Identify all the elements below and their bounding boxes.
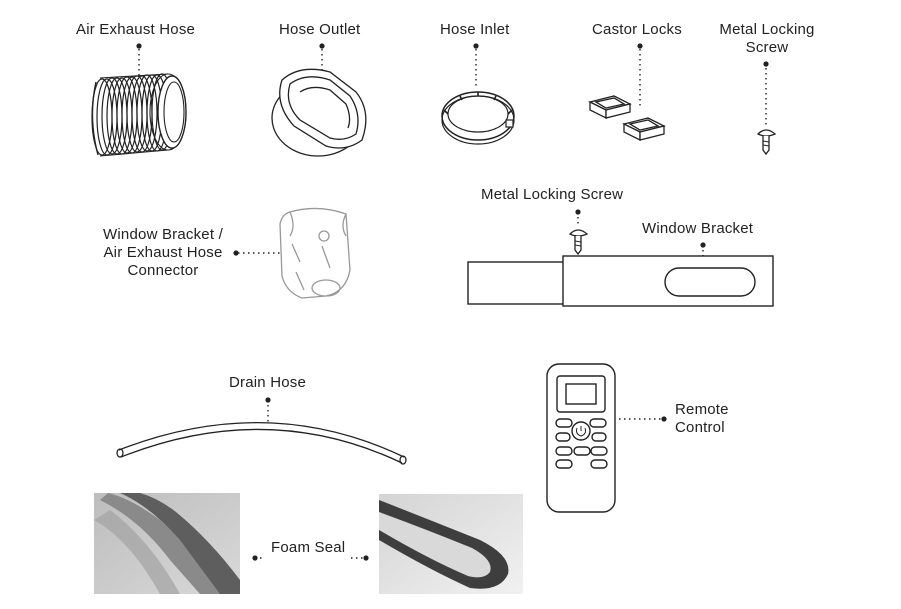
hose-outlet-illustration (271, 68, 367, 157)
label-window-bracket-connector: Window Bracket / Air Exhaust Hose Connec… (88, 226, 238, 280)
hose-inlet-illustration (441, 91, 515, 145)
label-line: Screw (745, 39, 789, 56)
air-exhaust-hose-illustration (91, 73, 187, 157)
window-bracket-connector-illustration (279, 207, 351, 299)
label-window-bracket: Window Bracket (642, 220, 754, 237)
label-air-exhaust-hose: Air Exhaust Hose (76, 21, 196, 38)
drain-hose-illustration (116, 422, 407, 465)
label-castor-locks: Castor Locks (592, 21, 682, 38)
label-line: Metal Locking (719, 21, 815, 38)
label-hose-inlet: Hose Inlet (440, 21, 510, 38)
label-hose-outlet: Hose Outlet (279, 21, 361, 38)
remote-control-illustration (546, 363, 616, 513)
foam-seal-photo-left (94, 493, 240, 594)
label-metal-locking-screw-top: Metal Locking Screw (712, 21, 822, 57)
foam-seal-photo-right (379, 494, 523, 594)
label-remote-control: Remote Control (675, 401, 729, 437)
leader-dots (136, 43, 769, 561)
label-line: Remote (675, 401, 729, 418)
window-bracket-illustration (467, 255, 774, 307)
label-line: Air Exhaust Hose (103, 244, 223, 261)
label-metal-locking-screw: Metal Locking Screw (481, 186, 624, 203)
label-foam-seal: Foam Seal (271, 539, 346, 556)
label-line: Connector (127, 262, 199, 279)
label-drain-hose: Drain Hose (229, 374, 307, 391)
castor-locks-illustration (588, 95, 666, 142)
metal-locking-screw-top-illustration (756, 129, 777, 156)
label-line: Control (675, 419, 725, 436)
metal-locking-screw-illustration (568, 229, 589, 256)
label-line: Window Bracket / (103, 226, 223, 243)
